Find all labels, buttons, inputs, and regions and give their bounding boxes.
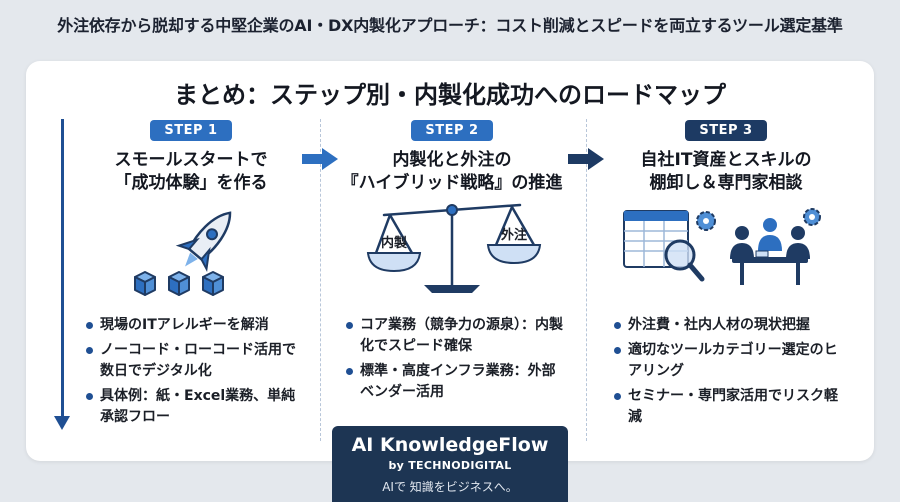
- balance-scale-icon: 内製 外注: [366, 203, 542, 293]
- brand-tagline: AIで 知識をビジネスへ。: [382, 480, 518, 494]
- step-2-column: STEP 2 内製化と外注の 『ハイブリッド戦略』の推進 内製 外注: [332, 119, 572, 301]
- step-1-title-line2: 「成功体験」を作る: [114, 173, 268, 193]
- list-item: ノーコード・ローコード活用で数日でデジタル化: [84, 340, 302, 382]
- card-heading: まとめ：ステップ別・内製化成功へのロードマップ: [174, 81, 726, 109]
- timeline-line: [61, 119, 64, 419]
- list-item: 標準・高度インフラ業務：外部ベンダー活用: [344, 361, 568, 403]
- step-1-bullets: 現場のITアレルギーを解消 ノーコード・ローコード活用で数日でデジタル化 具体例…: [84, 315, 302, 432]
- brand-footer: AI KnowledgeFlow by TECHNODIGITAL AIで 知識…: [332, 426, 568, 502]
- list-item: 現場のITアレルギーを解消: [84, 315, 302, 336]
- scale-right-label: 外注: [500, 227, 527, 243]
- step-3-badge: STEP 3: [685, 120, 767, 141]
- brand-by: by TECHNODIGITAL: [388, 459, 512, 472]
- step-3-column: STEP 3 自社IT資産とスキルの 棚卸し＆専門家相談: [606, 119, 846, 301]
- right-arrow-icon: [302, 148, 338, 170]
- rocket-boxes-icon: [134, 211, 232, 296]
- list-item: コア業務（競争力の源泉）：内製化でスピード確保: [344, 315, 568, 357]
- step-3-title: 自社IT資産とスキルの 棚卸し＆専門家相談: [606, 149, 846, 195]
- right-arrow-icon: [568, 148, 604, 170]
- step-3-bullets: 外注費・社内人材の現状把握 適切なツールカテゴリー選定のヒアリング セミナー・専…: [612, 315, 840, 432]
- step-1-title-line1: スモールスタートで: [114, 150, 268, 170]
- inventory-consultation-icon: [623, 208, 821, 285]
- list-item: 適切なツールカテゴリー選定のヒアリング: [612, 340, 840, 382]
- step-2-bullets: コア業務（競争力の源泉）：内製化でスピード確保 標準・高度インフラ業務：外部ベン…: [344, 315, 568, 407]
- list-item: 具体例：紙・Excel業務、単純承認フロー: [84, 386, 302, 428]
- step-1-column: STEP 1 スモールスタートで 「成功体験」を作る: [71, 119, 311, 301]
- step-1-title: スモールスタートで 「成功体験」を作る: [71, 149, 311, 195]
- step-2-title-line1: 内製化と外注の: [392, 150, 512, 170]
- column-divider: [320, 119, 321, 441]
- step-2-title-line2: 『ハイブリッド戦略』の推進: [341, 173, 563, 193]
- roadmap-card: まとめ：ステップ別・内製化成功へのロードマップ STEP 1 スモールスタートで…: [26, 61, 874, 461]
- step-2-badge: STEP 2: [411, 120, 493, 141]
- step-3-title-line1: 自社IT資産とスキルの: [640, 150, 812, 170]
- list-item: 外注費・社内人材の現状把握: [612, 315, 840, 336]
- step-1-badge: STEP 1: [150, 120, 232, 141]
- scale-left-label: 内製: [381, 235, 407, 251]
- brand-name: AI KnowledgeFlow: [351, 434, 549, 456]
- page-title: 外注依存から脱却する中堅企業のAI・DX内製化アプローチ：コスト削減とスピードを…: [57, 16, 843, 35]
- step-3-title-line2: 棚卸し＆専門家相談: [649, 173, 803, 193]
- column-divider: [586, 119, 587, 441]
- step-2-title: 内製化と外注の 『ハイブリッド戦略』の推進: [332, 149, 572, 195]
- timeline-arrow-icon: [54, 416, 70, 430]
- list-item: セミナー・専門家活用でリスク軽減: [612, 386, 840, 428]
